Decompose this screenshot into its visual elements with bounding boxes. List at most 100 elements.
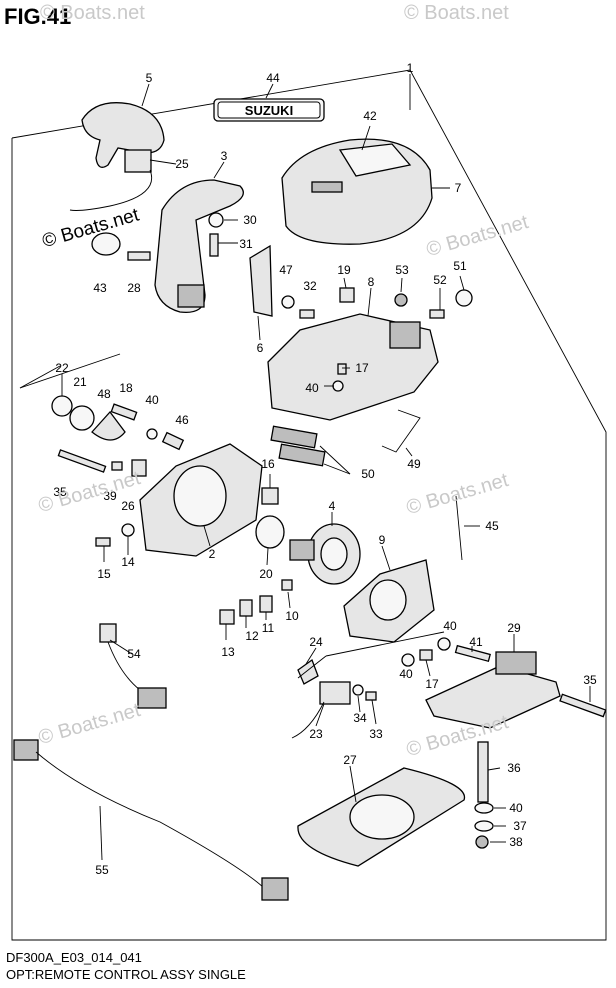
part-53-nut[interactable] [394, 293, 408, 307]
part-17-screw[interactable] [337, 363, 347, 375]
part-7-cover[interactable] [281, 138, 433, 245]
part-31-bolt[interactable] [209, 233, 219, 257]
part-43-cap[interactable] [91, 232, 121, 256]
part-52-screw[interactable] [429, 309, 445, 319]
part-40-washer-top[interactable] [332, 380, 344, 392]
callout-53: 53 [395, 263, 409, 277]
part-9-housing[interactable] [343, 559, 435, 643]
part-40-washer-bottom[interactable] [474, 802, 494, 814]
part-8-housing[interactable] [267, 313, 439, 421]
part-10-pin[interactable] [281, 579, 293, 591]
part-11-spring[interactable] [259, 595, 273, 613]
callout-13: 13 [221, 645, 235, 659]
part-47-washer[interactable] [281, 295, 295, 309]
callout-1: 1 [407, 61, 414, 75]
callout-23: 23 [309, 727, 323, 741]
part-45-cable-tie[interactable] [455, 495, 463, 561]
part-27-gasket[interactable] [297, 767, 466, 867]
part-17-screw-right[interactable] [419, 649, 433, 661]
part-25-switch[interactable] [69, 149, 152, 211]
part-19-clip[interactable] [339, 287, 355, 303]
callout-40c: 40 [443, 619, 457, 633]
callout-28: 28 [127, 281, 141, 295]
callout-6: 6 [257, 341, 264, 355]
part-51-clamp[interactable] [455, 289, 473, 307]
part-15-screw[interactable] [95, 537, 111, 547]
callout-2: 2 [209, 547, 216, 561]
callout-14: 14 [121, 555, 135, 569]
leader-lines [19, 74, 591, 861]
part-50-pads[interactable] [270, 425, 326, 467]
part-44-emblem[interactable]: SUZUKI [213, 98, 325, 122]
part-2-base[interactable] [139, 443, 263, 557]
part-48-plate[interactable] [91, 410, 126, 441]
part-20-ring[interactable] [255, 515, 285, 549]
part-35-bolt-right[interactable] [559, 693, 607, 718]
part-40-washer-left[interactable] [146, 428, 158, 440]
part-36-bolt[interactable] [477, 741, 489, 803]
part-40-washer-right[interactable] [437, 637, 451, 651]
callout-40b: 40 [305, 381, 319, 395]
callout-30: 30 [243, 213, 257, 227]
part-23-sensor[interactable] [291, 681, 351, 739]
callout-46: 46 [175, 413, 189, 427]
part-3-lever[interactable] [154, 179, 244, 314]
part-46-spring[interactable] [161, 431, 185, 451]
callout-49: 49 [407, 457, 421, 471]
part-6-plate[interactable] [249, 244, 273, 317]
callout-17a: 17 [355, 361, 369, 375]
part-14-washer[interactable] [121, 523, 135, 537]
part-30-washer[interactable] [208, 212, 224, 228]
callout-36: 36 [507, 761, 521, 775]
part-39-screw[interactable] [111, 461, 123, 471]
callout-17b: 17 [425, 677, 439, 691]
callout-32: 32 [303, 279, 317, 293]
part-29-bracket[interactable] [425, 651, 561, 729]
part-21-washer[interactable] [69, 405, 95, 431]
callout-16: 16 [261, 457, 275, 471]
part-37-washer[interactable] [474, 820, 494, 832]
part-33-screw[interactable] [365, 691, 377, 701]
callout-41: 41 [469, 635, 483, 649]
callout-25: 25 [175, 157, 189, 171]
part-35-bolt-left[interactable] [57, 449, 107, 473]
part-5-handle[interactable] [81, 102, 165, 168]
part-55-harness[interactable] [13, 739, 289, 901]
callout-35a: 35 [53, 485, 67, 499]
part-18-bolt[interactable] [110, 403, 138, 421]
callout-11: 11 [262, 621, 275, 635]
part-38-nut[interactable] [475, 835, 489, 849]
part-16-block[interactable] [261, 487, 279, 505]
part-26-clip[interactable] [131, 459, 147, 477]
part-28-pin[interactable] [127, 251, 151, 261]
callout-52: 52 [433, 273, 447, 287]
part-32-screw[interactable] [299, 309, 315, 319]
callout-38: 38 [509, 835, 523, 849]
part-49-bracket[interactable] [381, 409, 421, 453]
callout-37: 37 [513, 819, 527, 833]
callout-9: 9 [379, 533, 386, 547]
part-22-ring[interactable] [51, 395, 73, 417]
callout-18: 18 [119, 381, 133, 395]
callout-48: 48 [97, 387, 111, 401]
part-4-gear[interactable] [289, 523, 361, 585]
callout-5: 5 [146, 71, 153, 85]
callout-7: 7 [455, 181, 462, 195]
callout-15: 15 [97, 567, 111, 581]
part-41-bolt[interactable] [454, 644, 491, 663]
callout-22: 22 [55, 361, 69, 375]
callout-26: 26 [121, 499, 135, 513]
part-34-washer[interactable] [352, 684, 364, 696]
part-54-harness[interactable] [99, 623, 167, 709]
part-13-plug[interactable] [219, 609, 235, 625]
callout-29: 29 [507, 621, 521, 635]
callout-8: 8 [368, 275, 375, 289]
part-12-spring[interactable] [239, 599, 253, 617]
callout-21: 21 [73, 375, 87, 389]
part-40-washer-mid[interactable] [401, 653, 415, 667]
callout-50: 50 [361, 467, 375, 481]
callout-31: 31 [239, 237, 253, 251]
part-24-clip[interactable] [297, 658, 319, 685]
callout-35b: 35 [583, 673, 597, 687]
